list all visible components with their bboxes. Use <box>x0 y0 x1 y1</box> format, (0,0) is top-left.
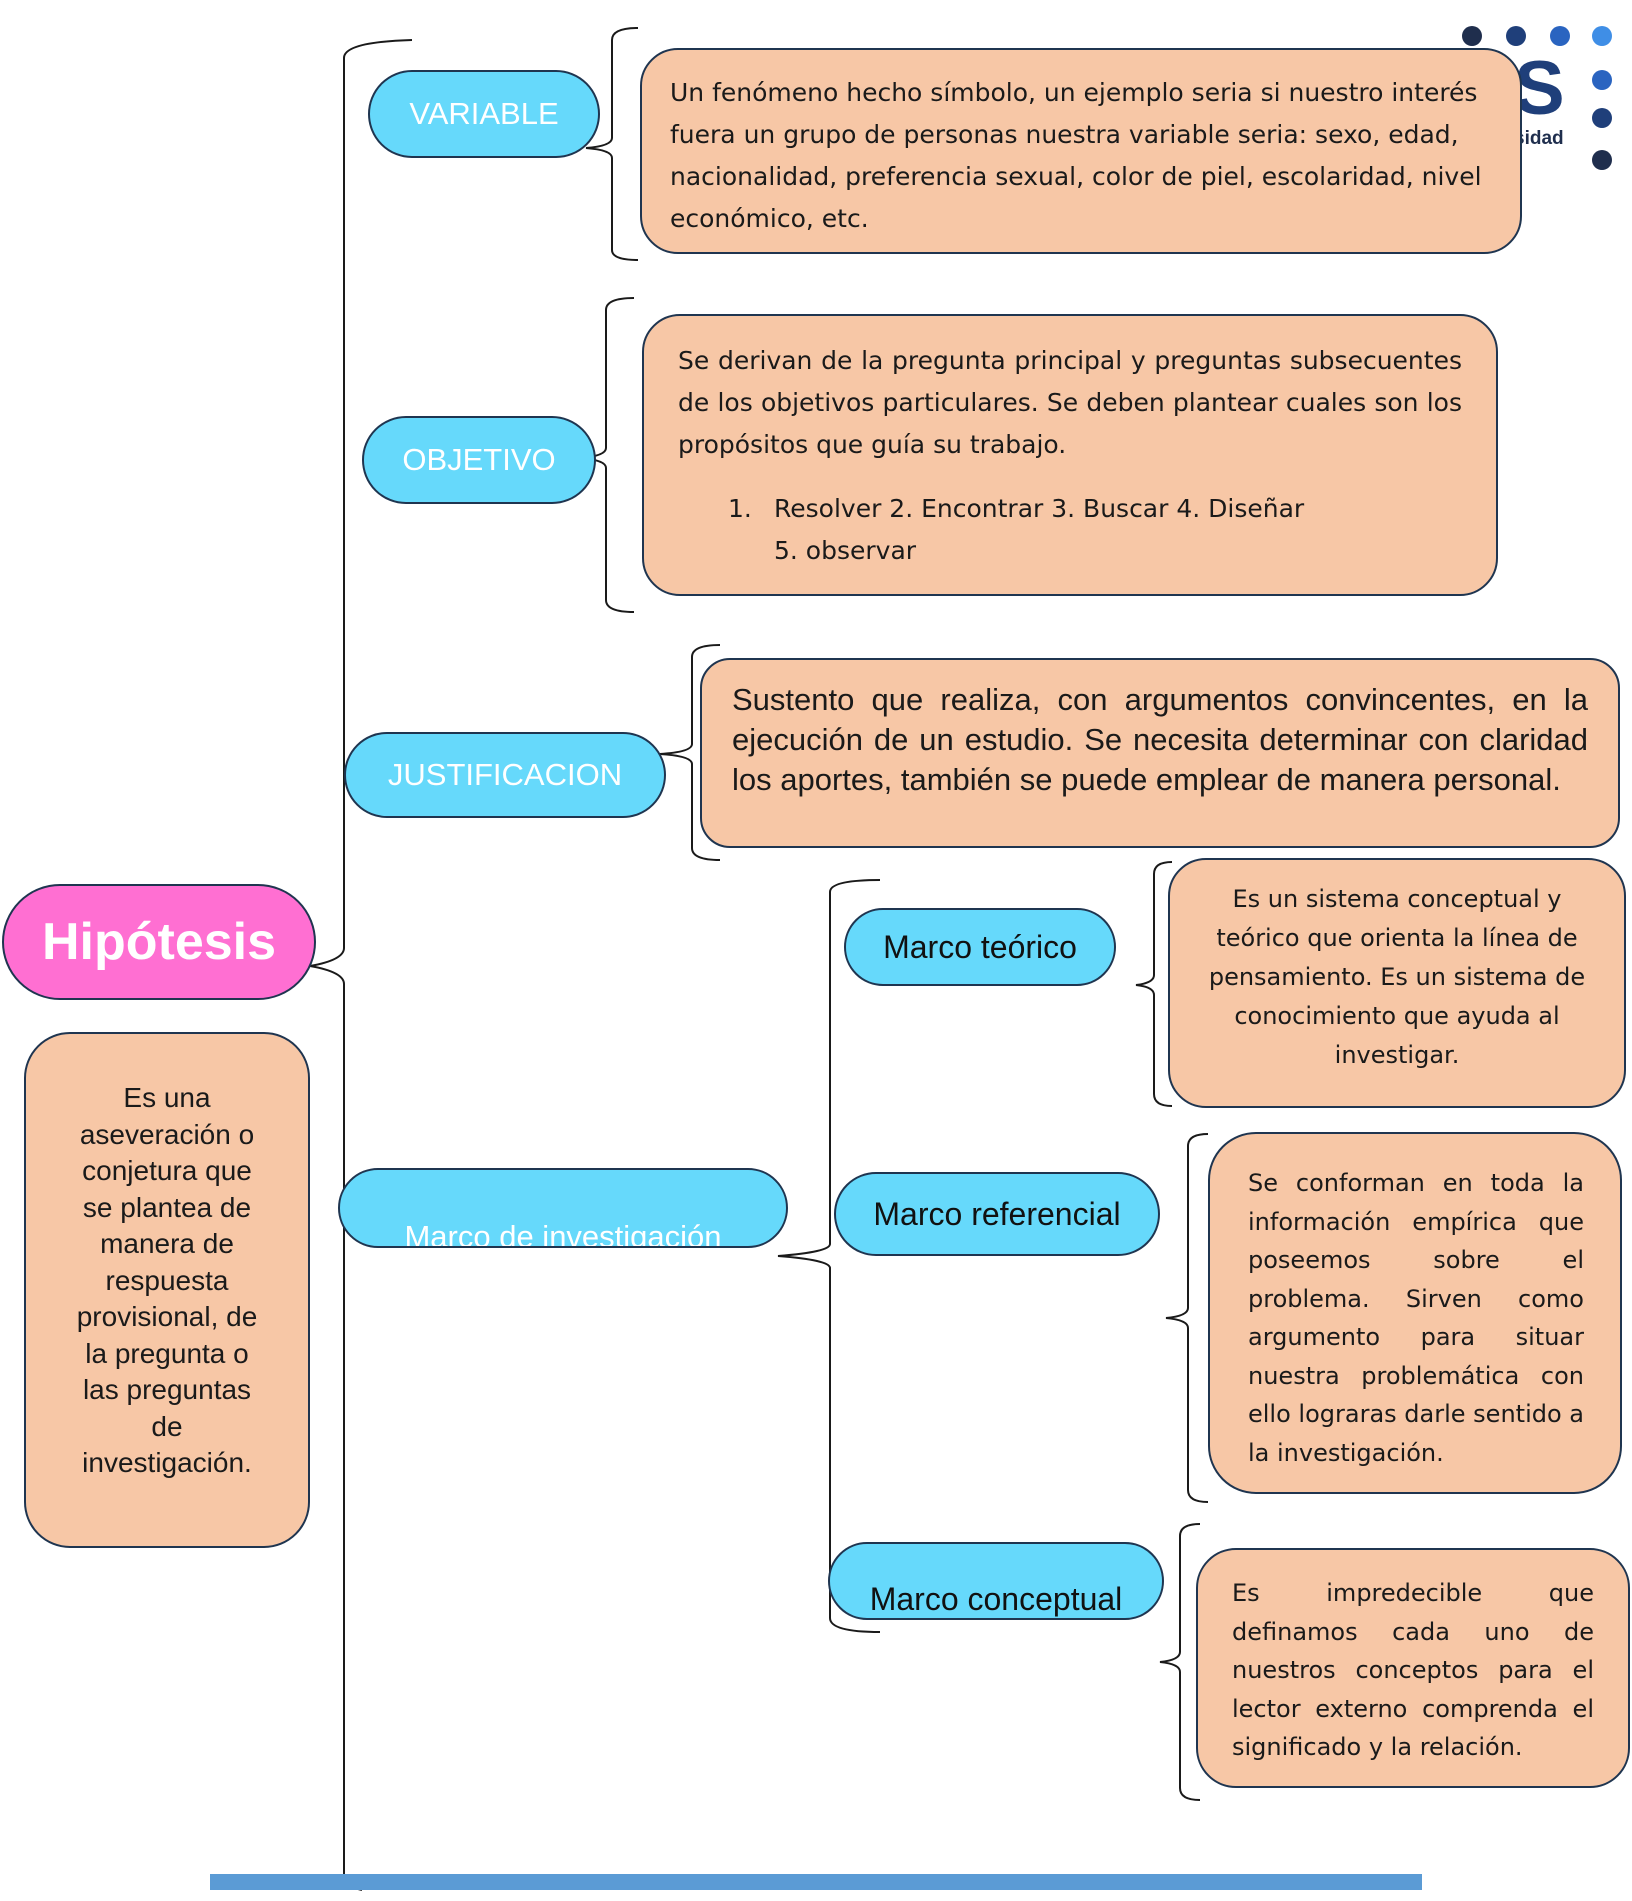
logo-dot <box>1592 26 1612 46</box>
marco-conceptual-box: Es impredecible que definamos cada uno d… <box>1196 1548 1630 1788</box>
variable-node: VARIABLE <box>368 70 600 158</box>
marco-teorico-box: Es un sistema conceptual y teórico que o… <box>1168 858 1626 1108</box>
hipotesis-node: Hipótesis <box>2 884 316 1000</box>
logo-dot <box>1592 150 1612 170</box>
logo: S sidad <box>1450 18 1620 178</box>
objetivo-description: Se derivan de la pregunta principal y pr… <box>678 346 1462 459</box>
logo-dot <box>1462 26 1482 46</box>
marco-conceptual-node: Marco conceptual <box>828 1542 1164 1620</box>
objetivo-list: 1. Resolver 2. Encontrar 3. Buscar 4. Di… <box>678 488 1462 572</box>
logo-dot <box>1506 26 1526 46</box>
variable-box: Un fenómeno hecho símbolo, un ejemplo se… <box>640 48 1522 254</box>
logo-dot <box>1592 70 1612 90</box>
logo-dot <box>1550 26 1570 46</box>
hipotesis-definition-box: Es una aseveración o conjetura que se pl… <box>24 1032 310 1548</box>
justificacion-description: Sustento que realiza, con argumentos con… <box>732 682 1588 797</box>
marco-investigacion-node: Marco de investigación <box>338 1168 788 1248</box>
referencial-bracket <box>1165 1133 1209 1503</box>
variable-bracket <box>585 27 639 261</box>
footer-bar <box>210 1874 1422 1890</box>
marco-conceptual-description: Es impredecible que definamos cada uno d… <box>1232 1579 1594 1761</box>
logo-dot <box>1592 108 1612 128</box>
hipotesis-definition: Es una aseveración o conjetura que se pl… <box>76 1082 258 1478</box>
hipotesis-title: Hipótesis <box>41 913 277 971</box>
objetivo-node: OBJETIVO <box>362 416 596 504</box>
marco-bracket <box>777 879 881 1633</box>
marco-teorico-node: Marco teórico <box>844 908 1116 986</box>
objetivo-box: Se derivan de la pregunta principal y pr… <box>642 314 1498 596</box>
justificacion-label: JUSTIFICACION <box>387 757 623 792</box>
justificacion-box: Sustento que realiza, con argumentos con… <box>700 658 1620 848</box>
variable-description: Un fenómeno hecho símbolo, un ejemplo se… <box>670 78 1482 233</box>
main-bracket <box>309 39 413 1891</box>
objetivo-label: OBJETIVO <box>402 442 556 477</box>
marco-referencial-description: Se conforman en toda la información empí… <box>1248 1169 1584 1467</box>
marco-investigacion-label: Marco de investigación <box>404 1219 722 1248</box>
objetivo-list-line1: Resolver 2. Encontrar 3. Buscar 4. Diseñ… <box>774 494 1305 523</box>
marco-referencial-box: Se conforman en toda la información empí… <box>1208 1132 1622 1494</box>
marco-teorico-description: Es un sistema conceptual y teórico que o… <box>1208 885 1586 1069</box>
marco-referencial-node: Marco referencial <box>834 1172 1160 1256</box>
teorico-bracket <box>1135 861 1173 1107</box>
conceptual-bracket <box>1159 1523 1201 1801</box>
marco-conceptual-label: Marco conceptual <box>869 1581 1123 1617</box>
marco-teorico-label: Marco teórico <box>883 928 1077 965</box>
variable-label: VARIABLE <box>409 96 559 131</box>
marco-referencial-label: Marco referencial <box>873 1195 1121 1232</box>
justificacion-node: JUSTIFICACION <box>344 732 666 818</box>
objetivo-list-line2: 5. observar <box>774 536 917 565</box>
logo-letters: S <box>1514 46 1565 131</box>
objetivo-list-number: 1. <box>728 494 752 523</box>
logo-fragment: sidad <box>1514 128 1564 149</box>
